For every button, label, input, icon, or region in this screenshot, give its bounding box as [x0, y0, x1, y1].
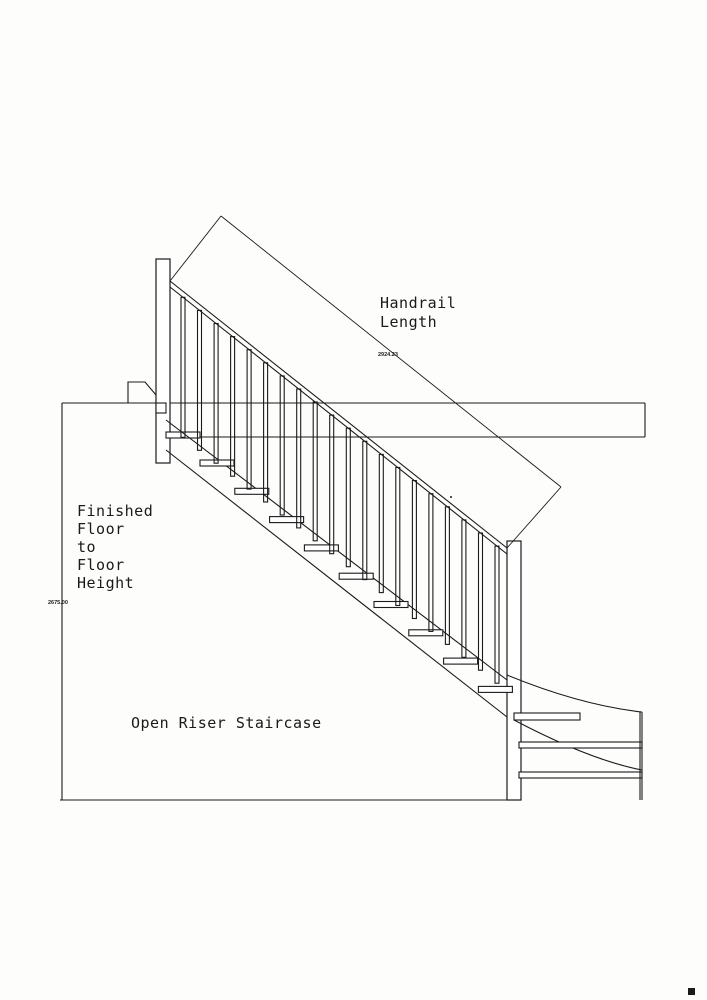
baluster [296, 388, 302, 529]
baluster [494, 545, 500, 684]
baluster [345, 427, 351, 568]
floor-label-line3: to [77, 538, 96, 556]
bottom-newel-post [506, 540, 522, 801]
stair-tread [338, 572, 374, 580]
baluster [329, 414, 335, 555]
baluster [279, 375, 285, 516]
baluster [461, 519, 467, 658]
baluster [180, 296, 186, 438]
handrail-label-line2: Length [380, 313, 437, 331]
baluster [230, 336, 236, 477]
baluster [196, 309, 203, 451]
baluster [246, 349, 252, 490]
stair-tread [443, 657, 479, 665]
handrail [169, 280, 508, 555]
balusters [180, 296, 500, 684]
stair-tread [269, 516, 305, 524]
handrail-length-dimension [169, 215, 562, 549]
mark-dot [450, 496, 452, 498]
floor-label-line2: Floor [77, 520, 125, 538]
baluster [444, 506, 450, 645]
stair-tread [303, 544, 339, 552]
baluster [263, 362, 269, 503]
floor-label-line5: Height [77, 574, 134, 592]
baluster [362, 440, 368, 581]
stair-tread [373, 600, 409, 609]
baluster [477, 532, 484, 671]
floor-label-line1: Finished [77, 502, 153, 520]
baluster [378, 453, 384, 594]
handrail-label-line1: Handrail [380, 294, 456, 312]
floor-height-dimension-value: 2675.00 [48, 600, 68, 606]
winder-steps [506, 674, 643, 800]
baluster [428, 493, 434, 632]
baluster [312, 401, 318, 542]
drawing-title: Open Riser Staircase [131, 714, 322, 732]
baluster [395, 466, 401, 607]
baluster [213, 322, 219, 464]
baluster [411, 480, 417, 620]
corner-mark [688, 988, 695, 995]
stair-tread [234, 487, 270, 495]
handrail-dimension-value: 2924.23 [378, 352, 398, 358]
stair-tread [477, 685, 513, 693]
landing-nosing [127, 381, 201, 439]
floor-label-line4: Floor [77, 556, 125, 574]
stair-tread [408, 629, 444, 637]
